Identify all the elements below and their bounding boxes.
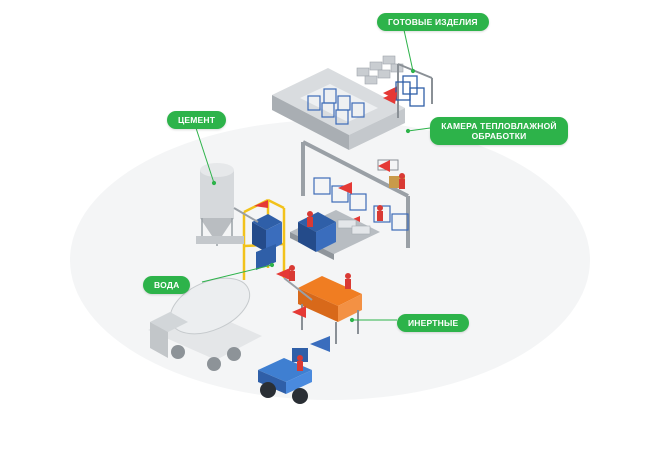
label-finished-products: ГОТОВЫЕ ИЗДЕЛИЯ	[377, 13, 489, 31]
label-cement: ЦЕМЕНТ	[167, 111, 227, 129]
label-aggregates: ИНЕРТНЫЕ	[397, 314, 470, 332]
mixer-truck	[148, 277, 262, 371]
label-water: ВОДА	[143, 276, 191, 294]
curing-chamber	[272, 68, 405, 150]
cement-silo	[196, 163, 259, 246]
workers	[289, 173, 405, 371]
callout-leaders	[195, 29, 431, 323]
aggregate-hopper	[283, 276, 362, 344]
finished-products-area	[356, 55, 433, 118]
wheel-loader	[258, 336, 330, 404]
ground-shadow	[70, 120, 590, 400]
label-curing-chamber: КАМЕРА ТЕПЛОВЛАЖНОЙ ОБРАБОТКИ	[430, 117, 568, 145]
finished-arrow	[383, 92, 397, 104]
